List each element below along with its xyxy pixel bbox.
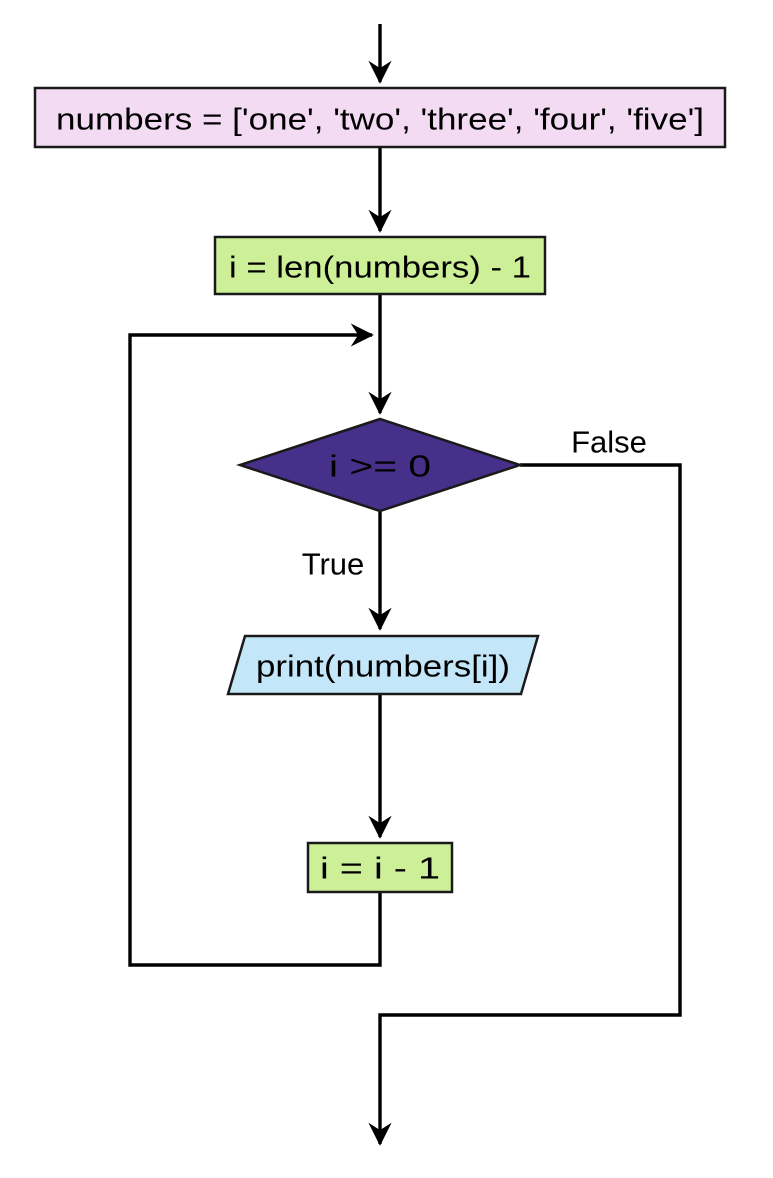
- connectors: [128, 24, 682, 1146]
- edge-label-false: False: [571, 425, 647, 460]
- edge-condition-false-exit: [368, 463, 682, 1146]
- node-init-list: [33, 86, 727, 149]
- edge-label-true: True: [302, 547, 365, 582]
- node-decrement: [306, 841, 454, 894]
- node-init-list-label: numbers = ['one', 'two', 'three', 'four'…: [56, 102, 704, 137]
- edge-labels: True False: [302, 425, 647, 582]
- nodes: numbers = ['one', 'two', 'three', 'four'…: [33, 86, 727, 894]
- node-condition-label: i >= 0: [329, 449, 431, 484]
- node-print-label: print(numbers[i]): [256, 649, 510, 684]
- node-print-parallelogram: [226, 634, 540, 696]
- node-set-index-label: i = len(numbers) - 1: [229, 250, 531, 285]
- edge-loop-back: [128, 323, 382, 967]
- node-decrement-label: i = i - 1: [320, 851, 440, 886]
- node-set-index: [213, 235, 547, 296]
- node-condition-diamond: [235, 417, 525, 513]
